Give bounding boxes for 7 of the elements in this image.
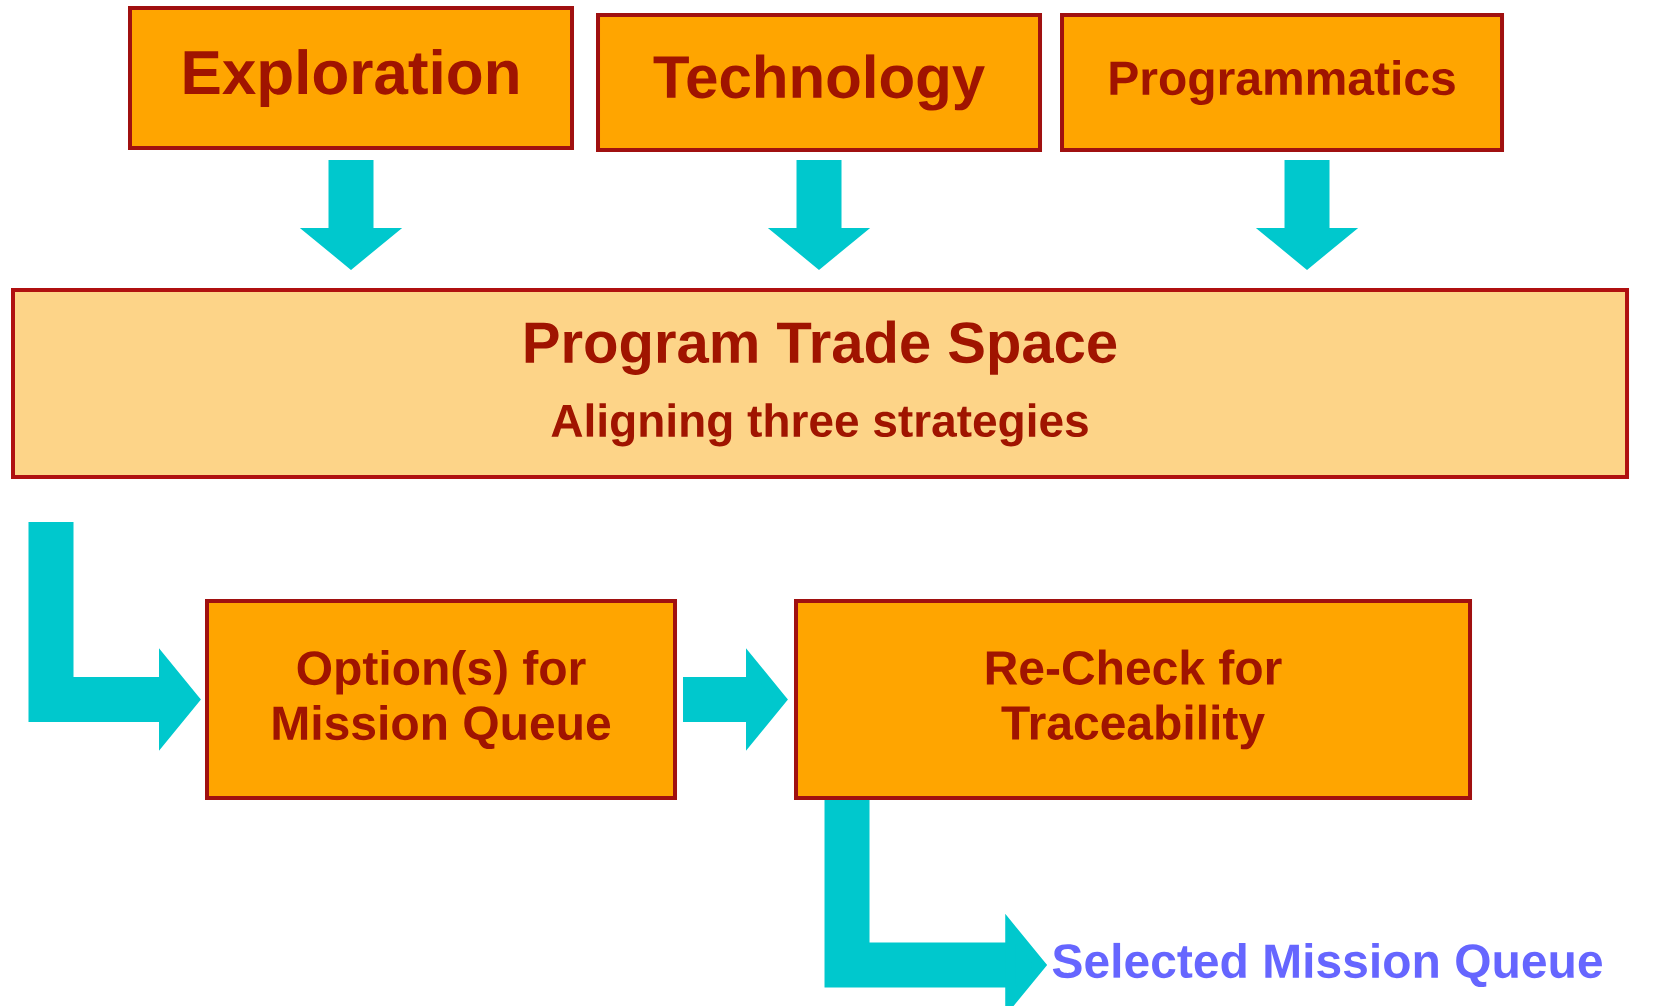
output-label: Selected Mission Queue: [1052, 942, 1602, 988]
process-box: Programmatics: [1060, 13, 1504, 152]
process-box: Technology: [596, 13, 1042, 152]
process-box: Exploration: [128, 6, 574, 150]
process-band: Program Trade Space Aligning three strategies: [11, 288, 1629, 479]
process-box: Re-Check for Traceability: [794, 599, 1472, 800]
process-box: Option(s) for Mission Queue: [205, 599, 677, 800]
